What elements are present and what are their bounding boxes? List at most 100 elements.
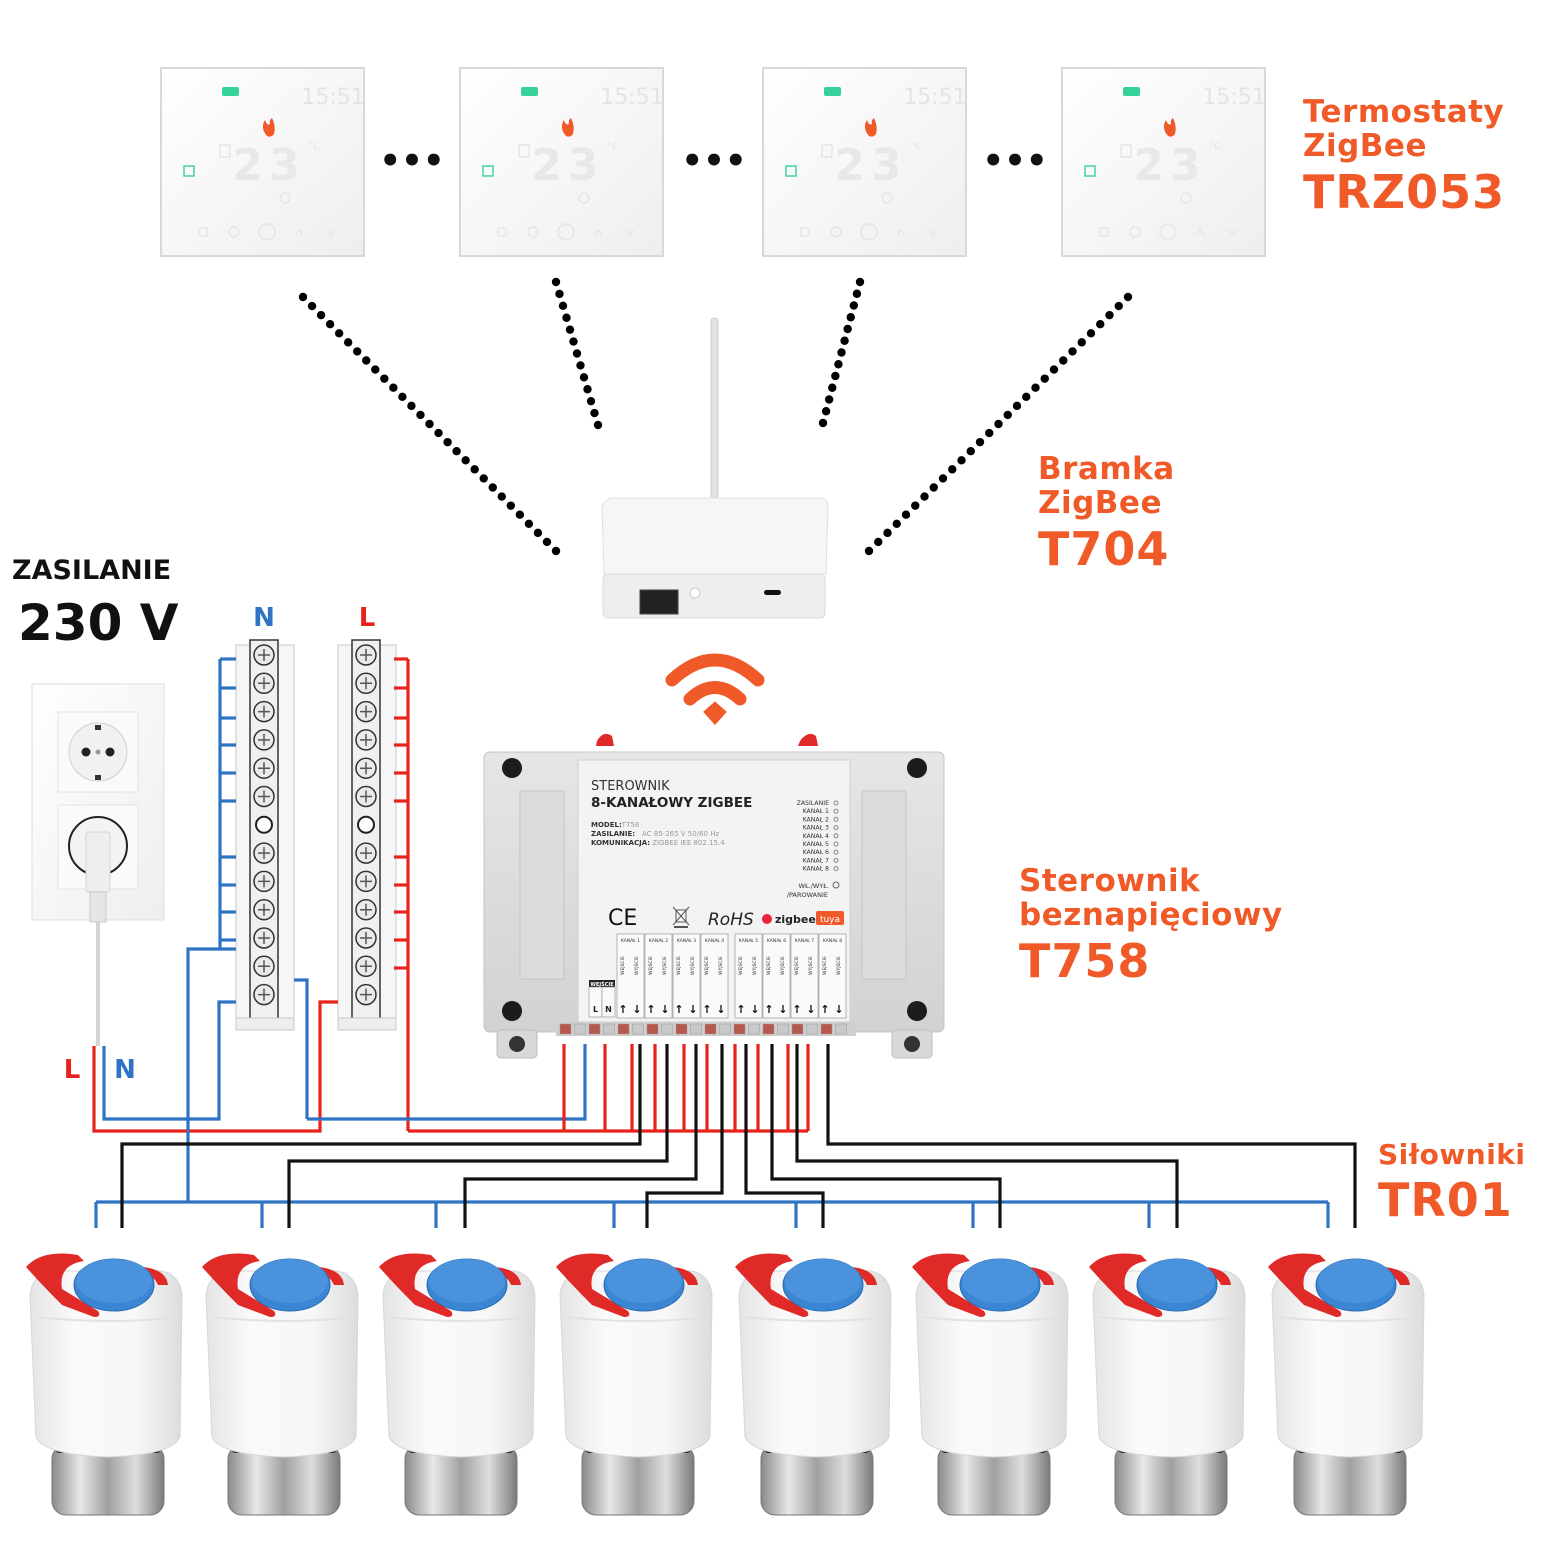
link-dot [425,419,434,429]
input-terminal-label: N [605,1005,612,1014]
actuator [912,1253,1069,1516]
link-dot [966,447,975,456]
terminal-screw [559,1023,572,1035]
screw-cross [360,677,372,690]
terminal-screw [835,1023,847,1035]
screw-cross [360,875,372,888]
actuator-cap-top [606,1259,682,1303]
channel-arrow-icon: ↓ [778,1003,787,1016]
channel-box [616,933,645,1019]
led-indicator-icon [833,866,839,872]
channel-direction-label: WYJŚCIE [779,956,786,975]
led-indicator-icon [833,849,839,855]
ellipsis-dots: ••• ••• ••• [379,141,1047,181]
supply-l-label: L [64,1055,81,1085]
tuya-logo [816,911,844,925]
schedule-button-icon [1129,226,1141,238]
rohs-mark: RoHS [708,910,754,930]
actuators-label: Siłowniki TR01 [1378,1138,1526,1227]
terminal-screw [661,1023,673,1035]
input-terminal-label: L [593,1005,598,1014]
link-dot [542,537,552,547]
channel-box [790,933,819,1019]
power-button-icon[interactable] [832,881,840,889]
thermostats-label-line2: ZigBee [1303,128,1427,165]
actuator-cap-top [785,1259,861,1303]
link-dot [583,385,592,394]
link-dot [920,492,929,501]
input-header-bg [589,980,615,987]
screw-cross [258,649,270,661]
temperature-display: 23 [1133,140,1206,191]
actuators-label-line1: Siłowniki [1378,1138,1526,1171]
terminal-screw [632,1023,644,1035]
link-dot [901,510,911,519]
link-dot [353,347,362,356]
supply-neutral [102,1000,236,1121]
unit-label: °C [910,141,922,152]
channel-direction-label: WEJŚCIE [675,956,682,975]
led-indicator-icon [833,808,839,814]
flame-icon [561,118,574,137]
terminal-screw [646,1023,659,1035]
screw-cross [258,790,270,803]
gateway-model: T704 [1038,522,1170,577]
temperature-display: 23 [232,140,305,191]
zigbee-logo-icon [762,914,772,924]
channel-direction-label: WEJŚCIE [619,956,626,975]
power-voltage: 230 V [18,594,179,652]
link-dot [874,537,883,547]
actuators-model: TR01 [1378,1172,1513,1227]
channel-arrow-icon: ↑ [736,1003,745,1016]
actuator-ridge [565,1316,711,1322]
link-dot [565,325,575,334]
channel-arrow-icon: ↓ [834,1003,843,1016]
zigbee-gateway [601,317,829,619]
terminal-screw [574,1023,586,1035]
link-dot [533,528,543,538]
link-dot [362,356,371,365]
terminal-screw [675,1023,688,1035]
link-dot [515,510,525,519]
tuya-mark: tuya [820,915,840,925]
channel-arrow-icon: ↑ [618,1003,627,1016]
schedule-button-icon [228,226,240,238]
channel-label: KANAŁ 1 [621,938,640,944]
screw-cross [360,847,372,860]
link-dot [1086,329,1096,338]
ellipsis-1: ••• [379,141,444,181]
channel-label: KANAŁ 6 [767,938,786,944]
actuator-ridge [388,1316,534,1322]
channel-direction-label: WYJŚCIE [751,956,758,975]
channel-direction-label: WYJŚCIE [661,956,668,975]
link-dot [985,428,994,438]
channel-direction-label: WEJŚCIE [765,956,772,975]
spec-value: AC 85-265 V 50/60 Hz [642,830,719,838]
gateway-antenna [710,317,719,509]
channel-label: KANAŁ 4 [705,938,724,944]
channel-box [672,933,701,1019]
channel-arrow-icon: ↑ [646,1003,655,1016]
channel-direction-label: WYJŚCIE [689,956,696,975]
link-dot [470,465,479,474]
screw-cross [258,988,270,1001]
link-dot [325,320,335,329]
signal-wire [826,1044,1357,1228]
actuator-cap-top [429,1259,505,1303]
channel-box [818,933,847,1019]
link-dot [843,324,852,334]
channel-direction-label: WEJŚCIE [793,956,800,975]
link-dot [852,289,862,298]
time-display: 15:51 [301,85,364,110]
link-dot [389,383,398,392]
led-label: KANAŁ 6 [803,849,829,856]
channel-arrow-icon: ↓ [716,1003,725,1016]
channel-box [734,933,763,1019]
led-indicator-icon [833,833,839,839]
actuator-clip [1089,1253,1163,1317]
channel-arrow-icon: ↓ [660,1003,669,1016]
link-dot [1022,392,1031,401]
